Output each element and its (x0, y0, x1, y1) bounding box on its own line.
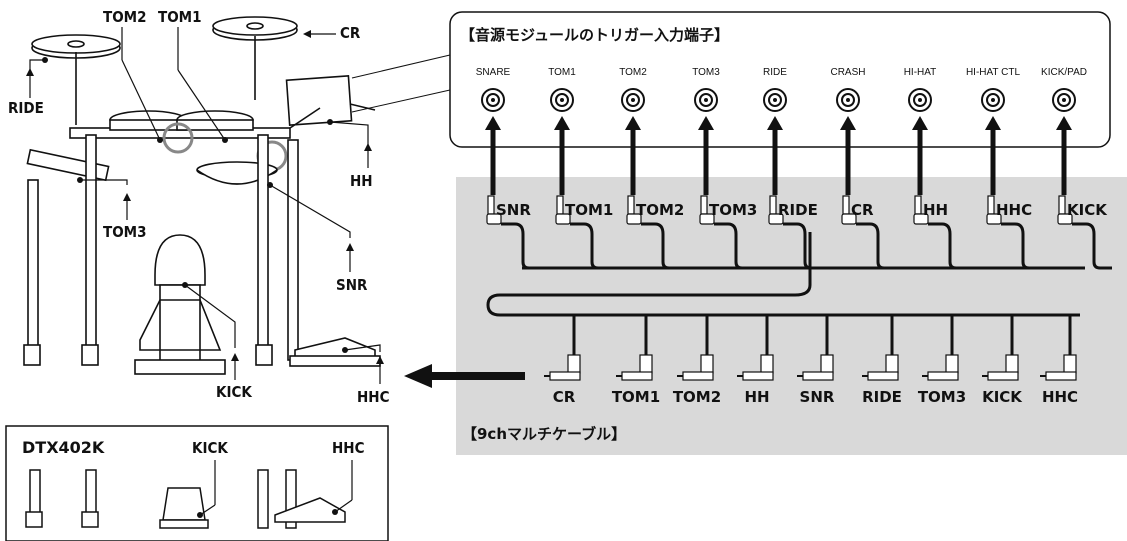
module-port: KICK/PAD (1041, 67, 1087, 112)
kit-label-snr: SNR (336, 276, 368, 294)
port-label: TOM3 (692, 67, 720, 78)
cable-top-plug: TOM2 (625, 116, 684, 270)
cable-bottom-plug: SNR (797, 315, 835, 406)
cable-top-label: TOM3 (709, 201, 757, 219)
kit-label-tom3: TOM3 (103, 223, 147, 241)
port-label: HI-HAT CTL (966, 67, 1021, 78)
cable-top-label: KICK (1067, 201, 1108, 219)
module-callout (351, 54, 451, 113)
cable-bottom-label: CR (553, 388, 576, 406)
cable-title: 【9chマルチケーブル】 (462, 425, 626, 443)
cable-top-label: RIDE (778, 201, 818, 219)
cable-top-label: TOM2 (636, 201, 684, 219)
module-port: HI-HAT CTL (966, 67, 1021, 112)
module-port: TOM3 (692, 67, 720, 112)
cable-top-plug: SNR (485, 116, 541, 270)
cable-bottom-label: KICK (982, 388, 1023, 406)
kit-label-cr: CR (340, 24, 361, 42)
inset-kick-label: KICK (192, 439, 228, 457)
cable-bottom-plug: KICK (982, 315, 1023, 406)
cable-bottom-label: RIDE (862, 388, 902, 406)
cable-top-label: HH (923, 201, 948, 219)
module-port: SNARE (476, 67, 511, 112)
cable-top-label: CR (851, 201, 874, 219)
cable-bundle (486, 232, 1085, 317)
cable-bottom-plug: RIDE (862, 315, 902, 406)
cable-top-plug: RIDE (767, 116, 823, 270)
port-label: RIDE (763, 67, 787, 78)
kit-label-hhc: HHC (357, 388, 390, 406)
kit-label-tom1: TOM1 (158, 8, 202, 26)
inset-hhc-label: HHC (332, 439, 365, 457)
kit-label-ride: RIDE (8, 99, 44, 117)
cable-bottom-plug: TOM3 (918, 315, 966, 406)
kit-label-kick: KICK (216, 383, 252, 401)
module-port: TOM2 (619, 67, 647, 112)
module-port: RIDE (763, 67, 787, 112)
cable-bottom-plug: TOM2 (673, 315, 721, 406)
module-port: HI-HAT (904, 67, 937, 112)
port-label: CRASH (830, 67, 865, 78)
cable-bottom-plug: CR (544, 315, 581, 406)
cable-bottom-plug: HH (737, 315, 774, 406)
module-port: TOM1 (548, 67, 576, 112)
cable-bottom-plug: HHC (1040, 315, 1078, 406)
module-port: CRASH (830, 67, 866, 112)
to-kit-arrow (404, 364, 525, 388)
cable-bottom-label: SNR (800, 388, 835, 406)
cable-bottom-label: TOM2 (673, 388, 721, 406)
port-label: HI-HAT (904, 67, 937, 78)
port-label: KICK/PAD (1041, 67, 1087, 78)
cable-bottom-label: HHC (1042, 388, 1078, 406)
cable-top-label: HHC (996, 201, 1032, 219)
cable-bottom-label: TOM1 (612, 388, 660, 406)
inset-model: DTX402K (22, 438, 105, 457)
port-label: SNARE (476, 67, 511, 78)
drum-kit-illustration (23, 16, 381, 375)
cable-top-plug: KICK (1056, 116, 1112, 270)
cable-top-label: TOM1 (565, 201, 613, 219)
port-label: TOM1 (548, 67, 576, 78)
cable-bottom-label: TOM3 (918, 388, 966, 406)
kit-label-hh: HH (350, 172, 373, 190)
cable-top-label: SNR (496, 201, 531, 219)
port-label: TOM2 (619, 67, 647, 78)
kit-label-tom2: TOM2 (103, 8, 147, 26)
module-box-title: 【音源モジュールのトリガー入力端子】 (460, 26, 729, 44)
cable-bottom-label: HH (744, 388, 769, 406)
cable-top-plug: TOM1 (554, 116, 613, 270)
kit-labels: TOM2 TOM1 CR RIDE HH TOM3 SNR KICK HHC (8, 8, 390, 406)
cable-bottom-plug: TOM1 (612, 315, 660, 406)
module-input-box: 【音源モジュールのトリガー入力端子】 SNARE TOM1 TOM2 TOM3 RIDE… (449, 11, 1111, 148)
dtx402k-inset: DTX402K KICK HHC (5, 425, 389, 541)
